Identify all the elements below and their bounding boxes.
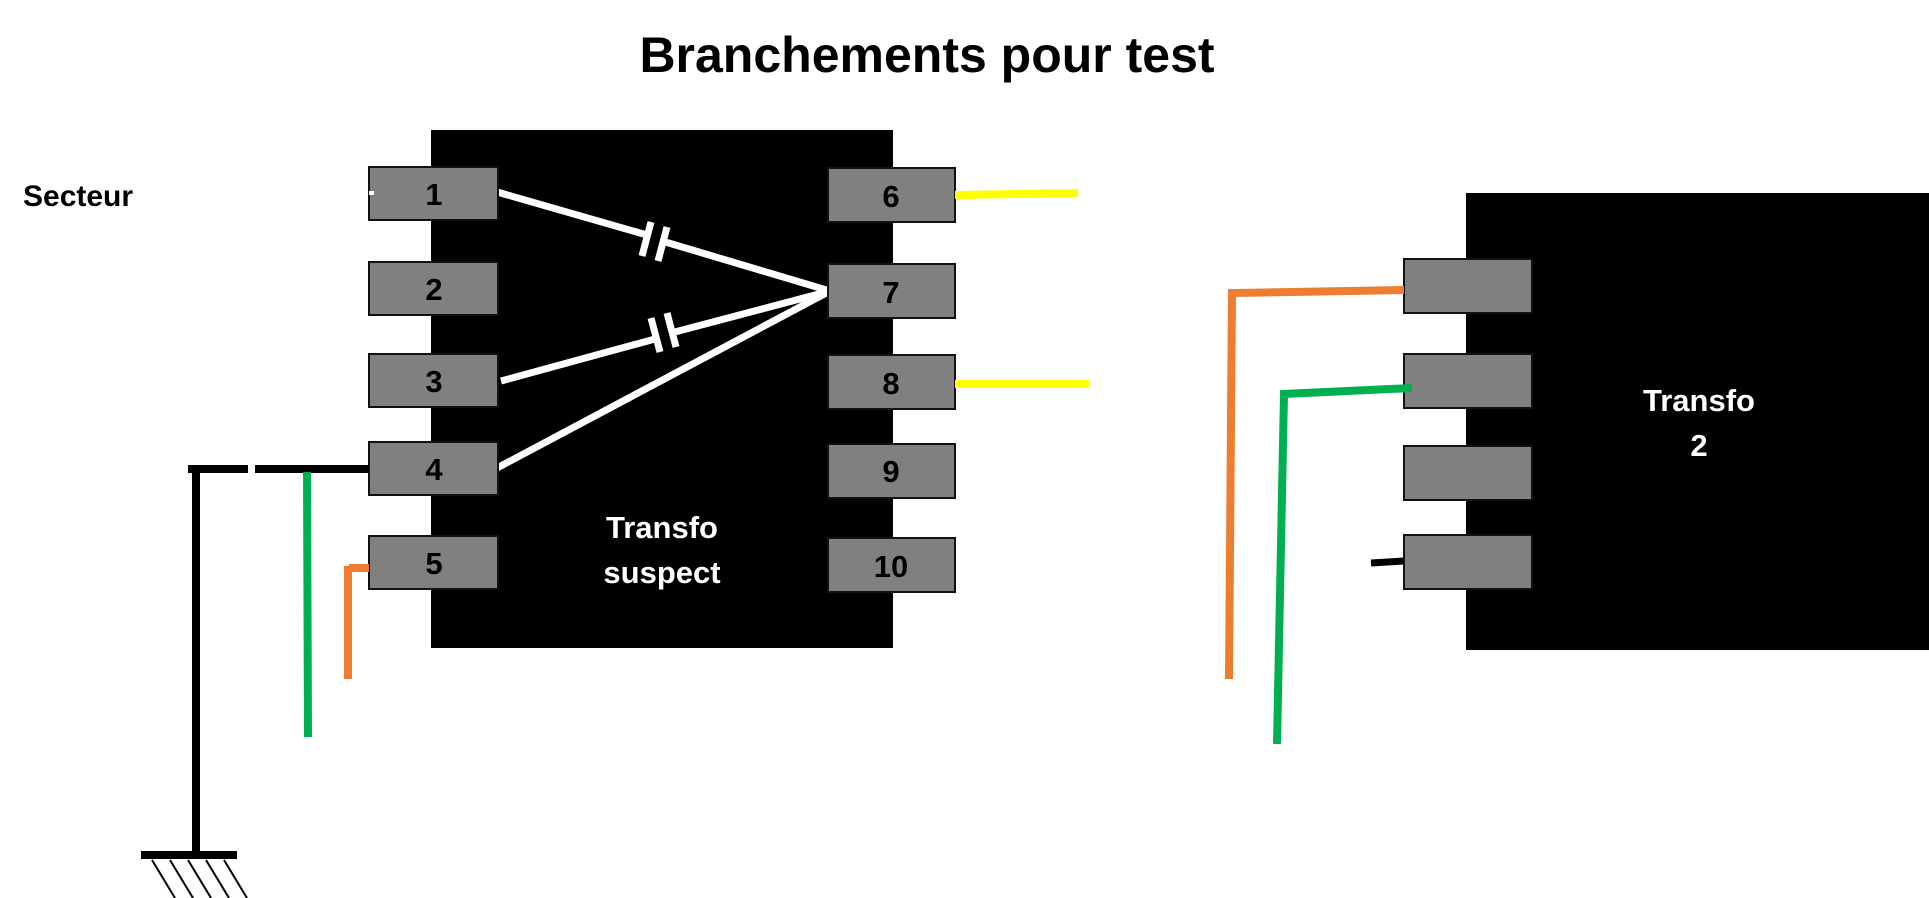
black-wire-transfo2 bbox=[1370, 557, 1405, 567]
green-wire-transfo2 bbox=[1273, 384, 1413, 745]
pin-10-label: 10 bbox=[874, 549, 908, 584]
transfo-suspect-label-line2: suspect bbox=[603, 555, 720, 590]
orange-wire-transfo2 bbox=[1225, 286, 1405, 680]
pin-1 bbox=[368, 166, 499, 221]
ground-symbol-hatch bbox=[151, 859, 248, 898]
wire-pin1-to-cap1 bbox=[496, 188, 648, 239]
pin-9-label: 9 bbox=[882, 454, 899, 489]
pin-5-label: 5 bbox=[425, 546, 442, 581]
pin-7 bbox=[827, 263, 956, 319]
pin-1-label: 1 bbox=[425, 177, 442, 212]
pin-5 bbox=[368, 535, 499, 590]
wire-pin4-to-pin7 bbox=[495, 287, 832, 472]
pin-4 bbox=[368, 441, 499, 496]
pin-8 bbox=[827, 354, 956, 410]
transfo-suspect-label-line1: Transfo bbox=[606, 510, 718, 545]
pin-2-label: 2 bbox=[425, 272, 442, 307]
transfo-2-pin-a bbox=[1403, 258, 1533, 314]
transfo-2-pin-b bbox=[1403, 353, 1533, 409]
pin-7-label: 7 bbox=[882, 275, 899, 310]
pin-8-label: 8 bbox=[882, 366, 899, 401]
transfo-2-label-line2: 2 bbox=[1690, 428, 1707, 463]
pin-3 bbox=[368, 353, 499, 408]
capacitor-2-plate-b bbox=[663, 312, 680, 348]
pin-4-label: 4 bbox=[425, 452, 443, 487]
pin-9 bbox=[827, 443, 956, 499]
transfo-2-pin-c bbox=[1403, 445, 1533, 501]
pin-2 bbox=[368, 261, 499, 316]
ground-wiring bbox=[141, 465, 369, 859]
transfo-suspect-left-pins: 1 2 3 4 5 bbox=[368, 166, 499, 590]
pin-3-label: 3 bbox=[425, 364, 442, 399]
capacitor-1-plate-a bbox=[638, 221, 655, 257]
yellow-wire-pin6 bbox=[954, 189, 1079, 199]
transfo-2-body bbox=[1466, 193, 1929, 650]
transfo-2-label-line1: Transfo bbox=[1643, 383, 1755, 418]
green-wire-left bbox=[303, 471, 312, 738]
transfo-2-pins bbox=[1403, 258, 1533, 590]
secteur-label: Secteur bbox=[23, 180, 133, 213]
internal-wiring bbox=[495, 188, 832, 472]
transfo-2-pin-d bbox=[1403, 534, 1533, 590]
diagram-title: Branchements pour test bbox=[639, 27, 1214, 83]
capacitor-1-plate-b bbox=[654, 226, 671, 262]
pin-6 bbox=[827, 167, 956, 223]
transfo-suspect-right-pins: 6 7 8 9 10 bbox=[827, 167, 956, 593]
wire-cap2-to-pin7 bbox=[670, 287, 831, 337]
capacitor-2-plate-a bbox=[647, 317, 664, 353]
transfo-suspect-body bbox=[431, 130, 893, 648]
wire-pin3-to-cap2 bbox=[500, 335, 656, 385]
pin-6-label: 6 bbox=[882, 179, 899, 214]
pin-10 bbox=[827, 537, 956, 593]
wire-cap1-to-pin7 bbox=[661, 237, 831, 295]
